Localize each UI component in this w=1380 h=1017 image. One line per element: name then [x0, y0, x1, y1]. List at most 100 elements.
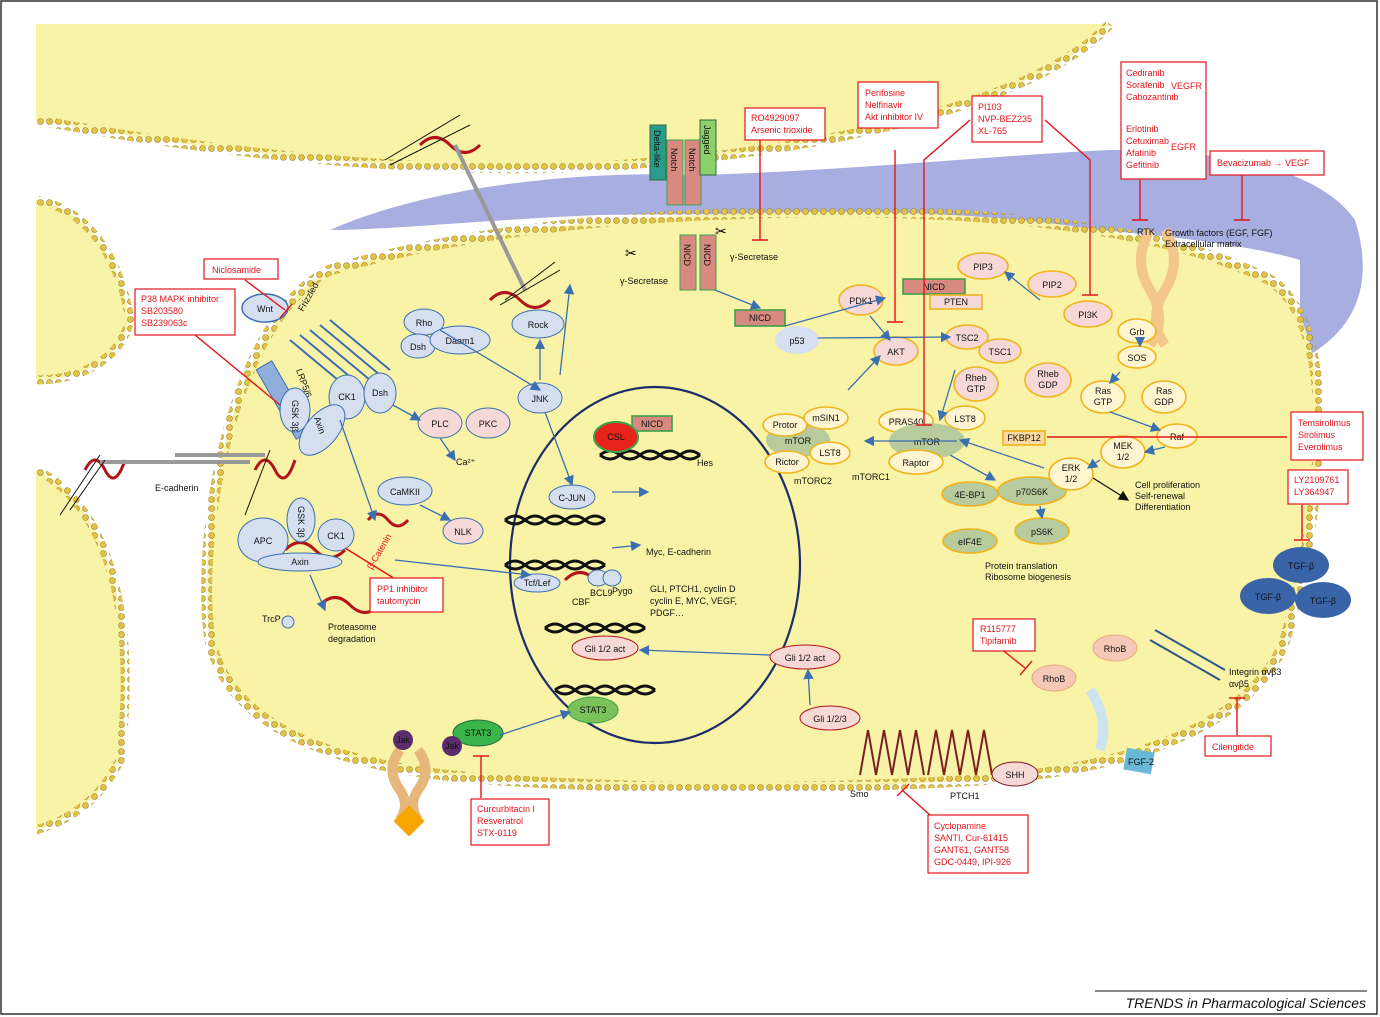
svg-text:p70S6K: p70S6K [1016, 487, 1048, 497]
svg-text:1/2: 1/2 [1065, 474, 1078, 484]
gli-targets-line-1: GLI, PTCH1, cyclin D [650, 584, 736, 594]
r115777-box: R115777 Tipifarnib [972, 618, 1036, 652]
svg-text:RO4929097: RO4929097 [751, 113, 800, 123]
svg-text:Rho: Rho [416, 318, 433, 328]
svg-text:GSK 3β: GSK 3β [296, 506, 306, 538]
svg-text:PI103: PI103 [978, 102, 1002, 112]
svg-text:LST8: LST8 [954, 414, 976, 424]
svg-text:Erlotinib: Erlotinib [1126, 124, 1159, 134]
svg-text:Cabozantinib: Cabozantinib [1126, 92, 1179, 102]
cjun-node: C-JUN [548, 484, 596, 510]
delta-like-label: Delta-like [652, 130, 662, 168]
fkbp12-node: FKBP12 [1002, 430, 1046, 446]
svg-text:Gefitinib: Gefitinib [1126, 160, 1159, 170]
jak-node-2: Jak [442, 736, 462, 756]
svg-text:STAT3: STAT3 [580, 705, 607, 715]
gli-targets-line-2: cyclin E, MYC, VEGF, [650, 596, 737, 606]
gli12-act-cytoplasm-node: Gli 1/2 act [769, 644, 841, 670]
lst8-mtorc1-node: LST8 [944, 405, 986, 431]
scissors-icon: ✂ [715, 223, 727, 239]
inhibitor-lines [194, 119, 1310, 816]
stat3-cytoplasm-node: STAT3 [452, 719, 504, 747]
svg-text:GANT61, GANT58: GANT61, GANT58 [934, 845, 1009, 855]
svg-text:Daam1: Daam1 [445, 336, 474, 346]
svg-text:SANTI, Cur-61415: SANTI, Cur-61415 [934, 833, 1008, 843]
signal-arrows [309, 271, 1166, 736]
svg-text:EGFR: EGFR [1171, 142, 1197, 152]
rhob-outer-node: RhoB [1092, 634, 1138, 662]
svg-text:Sirolimus: Sirolimus [1298, 430, 1336, 440]
svg-text:Wnt: Wnt [257, 304, 274, 314]
rtk-receptor [1136, 227, 1179, 348]
ecadherin-bars [100, 144, 527, 464]
svg-text:Akt inhibitor IV: Akt inhibitor IV [865, 112, 923, 122]
svg-text:SHH: SHH [1005, 770, 1024, 780]
axin-upper-node: Axin [298, 404, 346, 456]
svg-text:MEK: MEK [1113, 441, 1133, 451]
niclosamide-box: Niclosamide [203, 258, 279, 280]
svg-text:1/2: 1/2 [1117, 452, 1130, 462]
tgfb-node-3: TGF-β [1295, 582, 1351, 618]
svg-text:Raptor: Raptor [902, 458, 929, 468]
svg-text:NVP-BEZ235: NVP-BEZ235 [978, 114, 1032, 124]
tgfb-node-1: TGF-β [1273, 547, 1329, 583]
raptor-node: Raptor [888, 449, 944, 475]
rtk-inhibitor-box: Cediranib Sorafenib Cabozantinib VEGFR E… [1120, 61, 1207, 180]
mtorc2-label: mTORC2 [794, 476, 832, 486]
notch-label-2: Notch [687, 148, 697, 172]
gamma-secretase-left-label: γ-Secretase [620, 276, 668, 286]
smo-label: Smo [850, 789, 869, 799]
trcp-node: TrcP [262, 614, 295, 629]
svg-text:PIP3: PIP3 [973, 262, 993, 272]
gli123-node: Gli 1/2/3 [799, 705, 861, 731]
scissors-icon: ✂ [625, 245, 637, 261]
svg-text:LY364947: LY364947 [1294, 487, 1334, 497]
svg-text:SB239063c: SB239063c [141, 318, 188, 328]
ro4929097-box: RO4929097 Arsenic trioxide [744, 107, 826, 141]
jak-receptor [387, 747, 431, 837]
svg-text:TGF-β: TGF-β [1310, 596, 1336, 606]
daam1-node: Daam1 [429, 325, 491, 355]
growth-factors-line-2: Extracellular matrix [1165, 239, 1242, 249]
svg-text:C-JUN: C-JUN [559, 493, 586, 503]
rtk-label: RTK [1137, 227, 1155, 237]
nicd-box-nucleus: NICD [631, 415, 673, 432]
pten-node: PTEN [929, 294, 983, 310]
svg-text:Axin: Axin [291, 557, 309, 567]
svg-text:Tipifarnib: Tipifarnib [980, 636, 1017, 646]
grb-node: Grb [1117, 318, 1157, 344]
svg-text:TGF-β: TGF-β [1255, 592, 1281, 602]
svg-text:Everolimus: Everolimus [1298, 442, 1343, 452]
ck1-lower-node: CK1 [317, 518, 355, 552]
notch-receptors [649, 119, 717, 291]
svg-text:SB203580: SB203580 [141, 306, 183, 316]
svg-text:GDP: GDP [1038, 380, 1058, 390]
rictor-node: Rictor [764, 450, 810, 474]
gsk3b-upper-node: GSK 3β [279, 387, 311, 433]
svg-text:Tcf/Lef: Tcf/Lef [524, 578, 551, 588]
tsc1-node: TSC1 [978, 338, 1022, 364]
svg-text:NLK: NLK [454, 527, 472, 537]
plc-node: PLC [417, 407, 463, 439]
eif4e-node: eIF4E [942, 528, 998, 554]
svg-text:PI3K: PI3K [1078, 310, 1098, 320]
cell-prolif-line-3: Differentiation [1135, 502, 1190, 512]
svg-text:Rock: Rock [528, 320, 549, 330]
4ebp1-node: 4E-BP1 [941, 481, 999, 507]
svg-text:STAT3: STAT3 [465, 728, 492, 738]
svg-text:mTOR: mTOR [785, 436, 812, 446]
svg-text:APC: APC [254, 536, 273, 546]
svg-text:Temsirolimus: Temsirolimus [1298, 418, 1351, 428]
svg-text:Curcurbitacin I: Curcurbitacin I [477, 804, 535, 814]
axin-lower-node: Axin [257, 552, 343, 572]
svg-text:GDP: GDP [1154, 397, 1174, 407]
svg-text:VEGFR: VEGFR [1171, 81, 1203, 91]
svg-text:CaMKII: CaMKII [390, 487, 420, 497]
svg-text:Perifosine: Perifosine [865, 88, 905, 98]
svg-text:PP1 inhibitor: PP1 inhibitor [377, 584, 428, 594]
mtorc1-label: mTORC1 [852, 472, 890, 482]
